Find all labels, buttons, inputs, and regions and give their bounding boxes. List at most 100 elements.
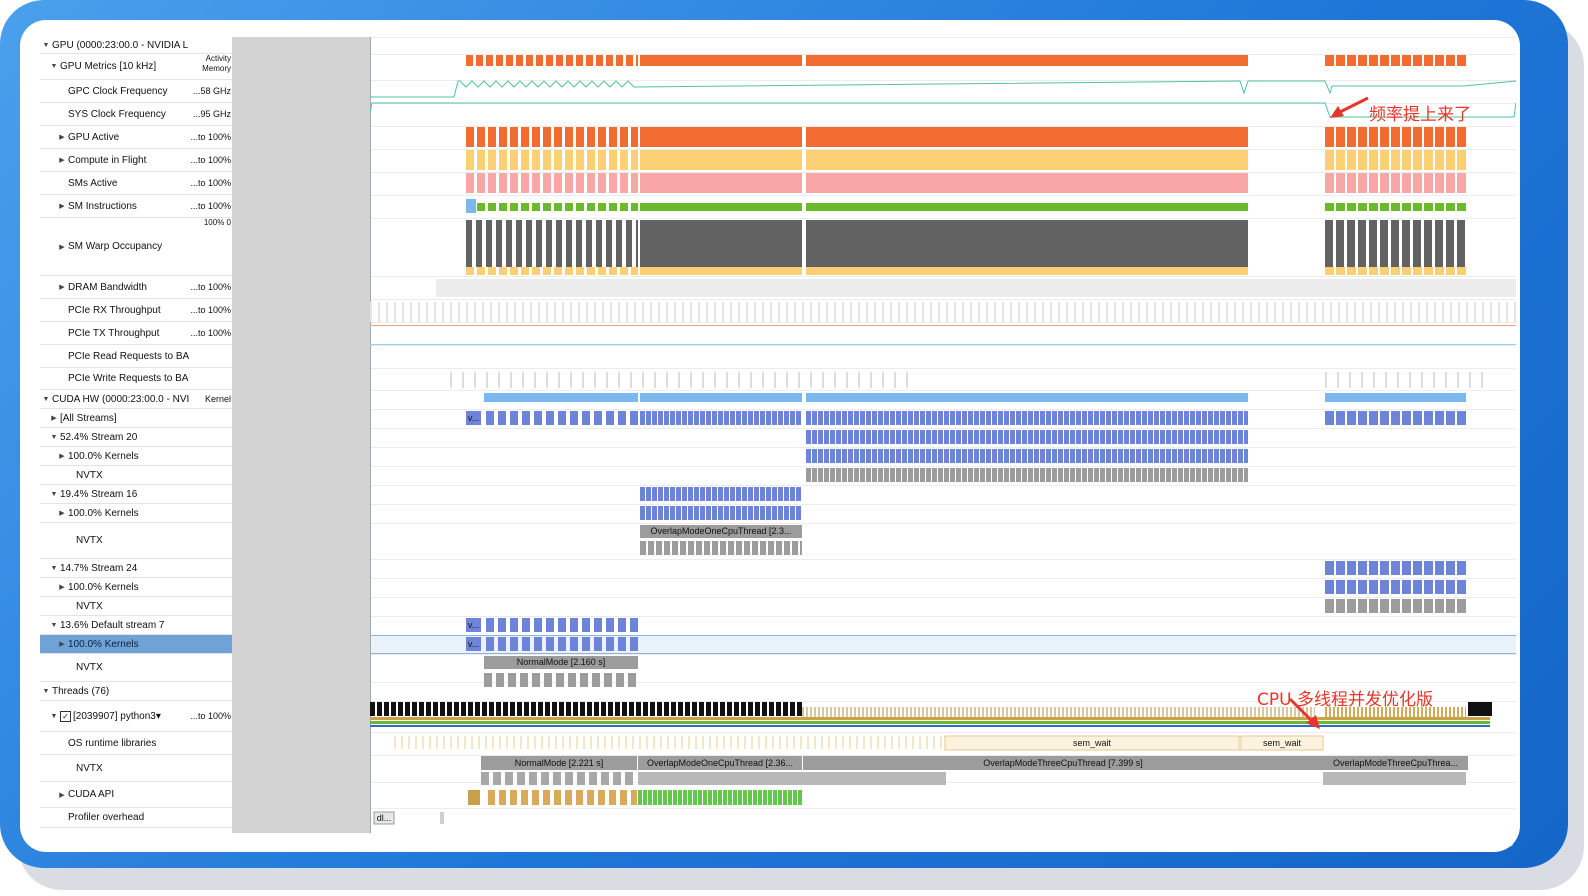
stream20-kernel-bar[interactable] [1004, 449, 1009, 463]
stream24-kernel-bar[interactable] [1347, 580, 1356, 594]
thread-cpu-bar[interactable] [783, 702, 788, 716]
stream20-bar[interactable] [920, 430, 925, 444]
stream16-bar[interactable] [682, 487, 687, 501]
thread-cpu-bar[interactable] [671, 702, 676, 716]
kernel-bar[interactable] [1402, 411, 1411, 425]
sm-instructions-bar[interactable] [1347, 203, 1356, 211]
cuda-api-bar[interactable] [763, 790, 767, 805]
kernel-bar[interactable] [950, 411, 955, 425]
stream20-bar[interactable] [824, 430, 829, 444]
default7-kernel-bar[interactable] [618, 637, 626, 651]
os-runtime-bar[interactable] [632, 736, 634, 749]
stream20-kernel-bar[interactable] [962, 449, 967, 463]
thread-cpu-bar[interactable] [587, 702, 592, 716]
kernel-bar[interactable] [606, 411, 614, 425]
chevron-right-icon[interactable]: ▶ [59, 134, 65, 141]
stream20-nvtx-bar[interactable] [1178, 468, 1183, 482]
stream16-kernel-bar[interactable] [790, 506, 795, 520]
stream20-bar[interactable] [860, 430, 865, 444]
thread-cpu-idle[interactable] [1042, 707, 1044, 717]
pcie-rx-spike[interactable] [1506, 302, 1508, 322]
stream16-kernel-bar[interactable] [700, 506, 705, 520]
cuda-api-bar[interactable] [733, 790, 737, 805]
stream20-nvtx-bar[interactable] [980, 468, 985, 482]
gpu-active-bar[interactable] [1457, 127, 1466, 147]
thread-cpu-idle[interactable] [878, 707, 880, 717]
sms-active-bar[interactable] [609, 173, 617, 193]
default7-nvtx-bar[interactable] [616, 673, 624, 687]
sms-active-bar[interactable] [1413, 173, 1422, 193]
thread-cpu-bar[interactable] [580, 702, 585, 716]
chevron-right-icon[interactable]: ▶ [59, 203, 65, 210]
thread-cpu-bar[interactable] [1349, 707, 1351, 717]
stream24-nvtx-bar[interactable] [1358, 599, 1367, 613]
thread-cpu-idle[interactable] [1122, 707, 1124, 717]
pcie-rx-spike[interactable] [1474, 302, 1476, 322]
sm-warp-occupancy-base[interactable] [1435, 267, 1444, 275]
stream20-nvtx-bar[interactable] [944, 468, 949, 482]
sm-warp-occupancy-bar[interactable] [496, 220, 502, 267]
stream20-kernel-bar[interactable] [1178, 449, 1183, 463]
pcie-rx-spike[interactable] [810, 302, 812, 322]
thread-cpu-idle[interactable] [894, 707, 896, 717]
thread-cpu-idle[interactable] [958, 707, 960, 717]
cuda-api-bar[interactable] [758, 790, 762, 805]
cuda-api-bar[interactable] [703, 790, 707, 805]
gpu-active-bar[interactable] [1391, 127, 1400, 147]
sms-active-bar[interactable] [499, 173, 507, 193]
thread-cpu-idle[interactable] [1062, 707, 1064, 717]
os-runtime-bar[interactable] [695, 736, 697, 749]
stream24-bar[interactable] [1358, 561, 1367, 575]
sm-warp-occupancy-bar[interactable] [576, 220, 582, 267]
pcie-rx-spike[interactable] [458, 302, 460, 322]
pcie-rx-spike[interactable] [1202, 302, 1204, 322]
pcie-rx-spike[interactable] [1026, 302, 1028, 322]
sm-warp-occupancy-bar[interactable] [486, 220, 492, 267]
cuda-api-bar[interactable] [653, 790, 657, 805]
stream20-bar[interactable] [1004, 430, 1009, 444]
thread-cpu-bar[interactable] [1425, 707, 1427, 717]
stream20-bar[interactable] [1028, 430, 1033, 444]
thread-cpu-bar[interactable] [482, 702, 487, 716]
sm-warp-occupancy-base[interactable] [1369, 267, 1378, 275]
kernel-bar[interactable] [1196, 411, 1201, 425]
thread-cpu-bar[interactable] [769, 702, 774, 716]
stream16-bar[interactable] [670, 487, 675, 501]
stream20-bar[interactable] [1064, 430, 1069, 444]
thread-cpu-bar[interactable] [419, 702, 424, 716]
pcie-rx-spike[interactable] [394, 302, 396, 322]
thread-cpu-bar[interactable] [545, 702, 550, 716]
sm-warp-occupancy-bar[interactable] [526, 220, 532, 267]
os-runtime-bar[interactable] [856, 736, 858, 749]
thread-cpu-idle[interactable] [1078, 707, 1080, 717]
pcie-rx-spike[interactable] [562, 302, 564, 322]
os-runtime-bar[interactable] [429, 736, 431, 749]
stream20-nvtx-bar[interactable] [866, 468, 871, 482]
pcie-write-spike[interactable] [1361, 372, 1363, 388]
stream20-kernel-bar[interactable] [1022, 449, 1027, 463]
row-label-24[interactable]: NVTX [40, 597, 190, 616]
thread-cpu-bar[interactable] [1381, 707, 1383, 717]
thread-nvtx-bar[interactable] [505, 772, 513, 785]
thread-cpu-idle[interactable] [1066, 707, 1068, 717]
dropdown-icon[interactable]: ▾ [155, 710, 161, 722]
pcie-write-spike[interactable] [690, 372, 692, 388]
pcie-rx-spike[interactable] [754, 302, 756, 322]
stream16-kernel-bar[interactable] [688, 506, 693, 520]
stream20-nvtx-bar[interactable] [836, 468, 841, 482]
pcie-rx-spike[interactable] [1138, 302, 1140, 322]
row-label-32[interactable]: ▶CUDA API [40, 782, 190, 808]
gpu-active-bar[interactable] [620, 127, 628, 147]
sm-warp-occupancy-bar[interactable] [516, 220, 522, 267]
thread-cpu-idle[interactable] [1210, 707, 1212, 717]
thread-cpu-idle[interactable] [1202, 707, 1204, 717]
thread-cpu-bar[interactable] [412, 702, 417, 716]
stream24-nvtx-bar[interactable] [1446, 599, 1455, 613]
stream20-nvtx-bar[interactable] [1016, 468, 1021, 482]
sm-warp-occupancy-base[interactable] [640, 267, 802, 275]
thread-cpu-idle[interactable] [1286, 707, 1288, 717]
thread-cpu-idle[interactable] [858, 707, 860, 717]
pcie-write-spike[interactable] [870, 372, 872, 388]
stream20-kernel-bar[interactable] [992, 449, 997, 463]
pcie-write-spike[interactable] [1457, 372, 1459, 388]
